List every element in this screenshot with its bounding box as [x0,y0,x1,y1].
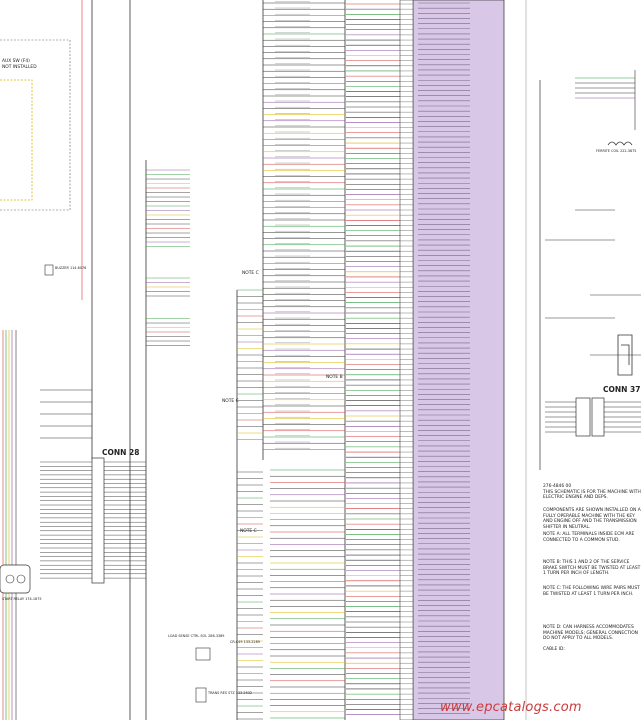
note-c-label: NOTE C: [543,586,562,591]
right-relay-glyph [617,334,633,376]
note-d-block: NOTE D: CAN HARNESS ACCOMMODATES MACHINE… [543,625,641,642]
trans-res-label: TRANS RES STZ 133-2532 [207,691,252,695]
start-relay-component: START RELAY 174-1875 [0,564,42,601]
conn37-block: CONN 37 [575,385,640,437]
cr-c49-label: CR-C49 133-2289 [230,640,260,644]
note-b-label: NOTE B: [543,560,562,565]
cable-id-label: CABLE ID: [543,647,565,652]
wire-labels [237,289,263,720]
note-c-text: THE FOLLOWING WIRE PAIRS MUST BE TWISTED… [543,586,640,597]
ecm-pin-strip [399,0,414,720]
components-note: COMPONENTS ARE SHOWN INSTALLED ON A FULL… [543,508,641,530]
aux-switch-area: AUX SW (F4) NOT INSTALLED [0,39,71,211]
left-wire-bundle [2,0,190,720]
trans-resistor: TRANS RES STZ 133-2532 [195,687,252,703]
buzzer-label: BUZZER 114-6076 [55,266,86,270]
header-line2: THIS SCHEMATIC IS FOR THE MACHINE WITH E… [543,489,641,501]
ferrite-coil-label: FERRITE COIL 222-3875 [596,149,636,153]
load-ctrl-label: LOAD SENSE CTRL SOL 286-3389 [168,634,224,638]
load-sense-ctrl: LOAD SENSE CTRL SOL 286-3389 CR-C49 133-… [168,634,260,661]
note-b-block: NOTE B: THIS 1 AND 2 OF THE SERVICE BRAK… [543,560,641,577]
not-installed-label: NOT INSTALLED [2,64,37,70]
ecm-pin-rows [400,2,470,715]
right-harness [525,0,641,720]
note-c-b: NOTE C [222,398,239,404]
note-b: NOTE B [326,374,343,380]
start-relay-label: START RELAY 174-1875 [2,597,42,601]
note-c-a: NOTE C [242,270,259,276]
note-c-block: NOTE C: THE FOLLOWING WIRE PAIRS MUST BE… [543,586,641,597]
note-a-label: NOTE A: [543,532,561,537]
ferrite-coil: FERRITE COIL 222-3875 [596,141,636,153]
note-c-c: NOTE C [240,528,257,534]
header-line1: 276-4846 00 [543,484,572,489]
wire-harness [91,0,400,720]
note-d-label: NOTE D: [543,625,562,630]
buzzer-component: BUZZER 114-6076 [44,264,86,276]
aux-switch-label: AUX SW (F4) [2,58,30,64]
note-a-text: ALL TERMINALS INSIDE ECM ARE CONNECTED T… [543,532,635,543]
watermark: www.epcatalogs.com [440,700,582,715]
note-b-text: THIS 1 AND 2 OF THE SERVICE BRAKE SWITCH… [543,560,641,576]
conn28-label: CONN 28 [102,448,139,457]
note-a-block: NOTE A: ALL TERMINALS INSIDE ECM ARE CON… [543,532,641,543]
schematic-header: 276-4846 00 THIS SCHEMATIC IS FOR THE MA… [543,484,641,501]
conn28-block: CONN 28 [91,448,139,584]
note-d-text: CAN HARNESS ACCOMMODATES MACHINE MODELS;… [543,625,638,641]
ecm-controller-block [412,0,505,720]
conn37-label: CONN 37 [603,385,640,394]
